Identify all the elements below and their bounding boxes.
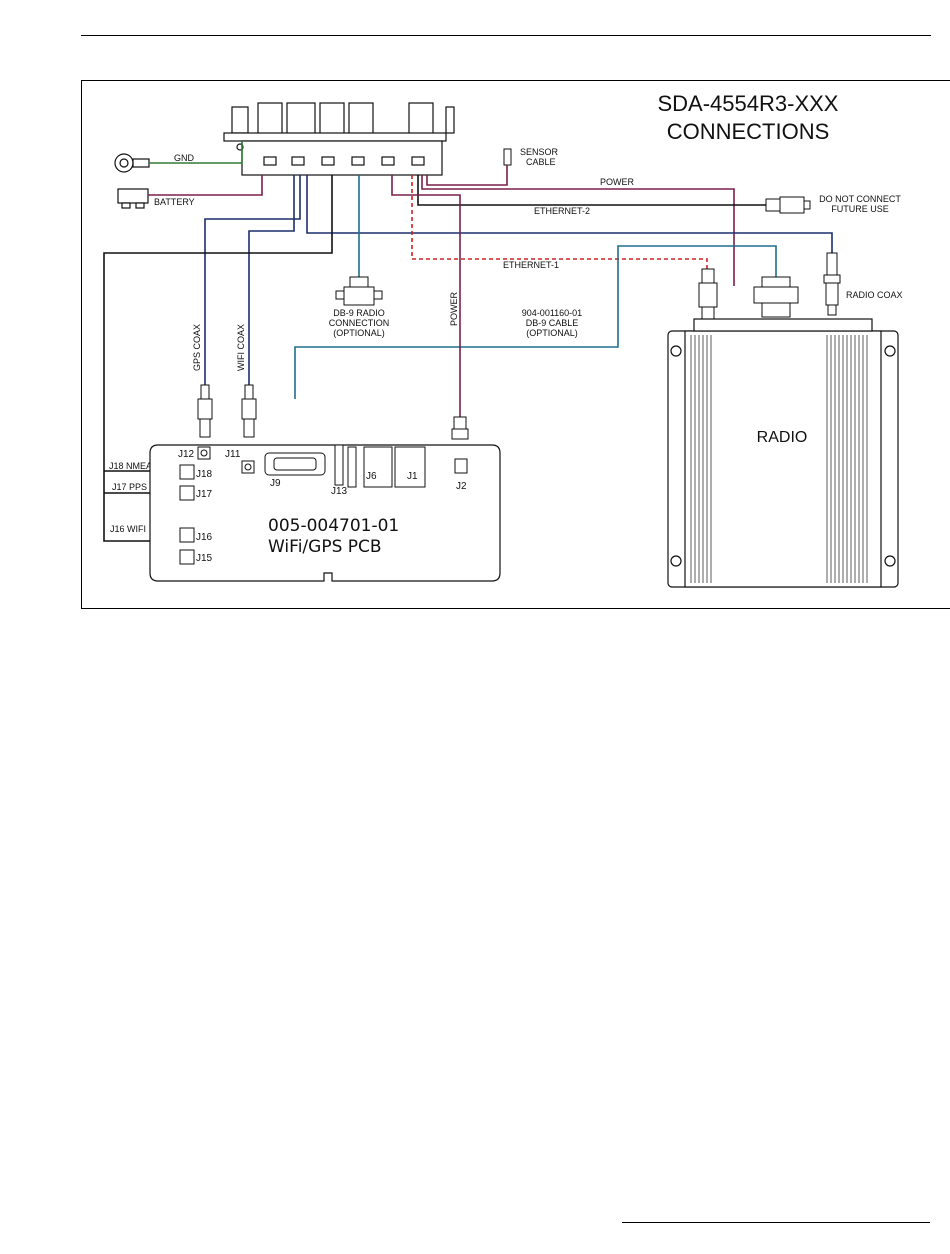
pcb-name: WiFi/GPS PCB [268, 537, 382, 557]
j15-label: J15 [196, 553, 213, 564]
header-rule [81, 35, 931, 36]
j6-label: J6 [366, 471, 377, 482]
j17-pps-label: J17 PPS [112, 482, 147, 492]
j11-label: J11 [225, 449, 241, 460]
db9-cable-label-line1: 904-001160-01 [522, 308, 582, 318]
radio-db9-port [753, 276, 799, 318]
gps-coax-label: GPS COAX [192, 324, 202, 371]
gps-coax-wire [204, 175, 301, 385]
j16-wifi-label: J16 WIFI [110, 524, 146, 534]
sensor-cable-connector [503, 148, 512, 166]
ethernet2-plug [765, 196, 811, 214]
db9-radio-label-line1: DB-9 RADIO [333, 308, 385, 318]
pcb-part-number: 005-004701-01 [268, 516, 399, 536]
diagram-title-line1: SDA-4554R3-XXX [658, 91, 839, 116]
j16-label: J16 [196, 532, 213, 543]
ethernet1-wire [411, 175, 708, 269]
radio-coax-wire [306, 175, 833, 253]
battery-connector [117, 188, 149, 209]
radio-coax-label: RADIO COAX [846, 290, 903, 300]
do-not-connect-line1: DO NOT CONNECT [819, 194, 901, 204]
wifi-coax-connector [241, 384, 257, 438]
power-wire-radio [421, 175, 735, 286]
battery-label: BATTERY [154, 197, 195, 207]
sensor-label-line2: CABLE [526, 157, 556, 167]
wifi-coax-label: WIFI COAX [236, 324, 246, 371]
db9-radio-label-line2: CONNECTION [329, 318, 390, 328]
radio-unit [667, 318, 899, 588]
sensor-cable-wire [426, 165, 508, 186]
connection-diagram: SDA-4554R3-XXX CONNECTIONS GND BATTERY [81, 80, 950, 609]
db9-radio-label-line3: (OPTIONAL) [333, 328, 385, 338]
ethernet2-wire [417, 175, 766, 206]
ethernet2-label: ETHERNET-2 [534, 206, 590, 216]
pcb-connectors [179, 444, 468, 565]
radio-label: RADIO [757, 429, 808, 446]
j1-label: J1 [407, 471, 418, 482]
db9-radio-connector [335, 276, 383, 306]
radio-heatsink-fins [690, 335, 868, 583]
db9-cable-label-line3: (OPTIONAL) [526, 328, 578, 338]
gps-coax-connector [197, 384, 213, 438]
battery-wire [148, 175, 263, 196]
footer-rule [622, 1222, 930, 1223]
ethernet1-label: ETHERNET-1 [503, 260, 559, 270]
j18-label: J18 [196, 469, 213, 480]
gnd-label: GND [174, 153, 195, 163]
j12-label: J12 [178, 449, 195, 460]
pcb-power-connector [451, 416, 469, 440]
j17-label: J17 [196, 489, 213, 500]
ground-ring-terminal [114, 153, 150, 173]
diagram-canvas: SDA-4554R3-XXX CONNECTIONS GND BATTERY [103, 91, 903, 588]
radio-coax-connector [823, 252, 841, 316]
j13-label: J13 [331, 486, 348, 497]
db9-cable-wire [294, 245, 777, 399]
j9-label: J9 [270, 478, 281, 489]
ground-wire [149, 141, 243, 164]
sensor-label-line1: SENSOR [520, 147, 559, 157]
j2-label: J2 [456, 481, 467, 492]
power-vertical-label: POWER [449, 291, 459, 326]
j-harness-wire [103, 175, 333, 542]
db9-cable-label-line2: DB-9 CABLE [526, 318, 579, 328]
j18-nmea-label: J18 NMEA [109, 461, 152, 471]
power-wire-pcb [391, 175, 461, 417]
do-not-connect-line2: FUTURE USE [831, 204, 889, 214]
wifi-coax-wire [248, 175, 295, 385]
ethernet1-plug [698, 268, 718, 322]
diagram-title-line2: CONNECTIONS [667, 119, 830, 144]
main-harness-connector [223, 102, 455, 176]
power-top-label: POWER [600, 177, 635, 187]
